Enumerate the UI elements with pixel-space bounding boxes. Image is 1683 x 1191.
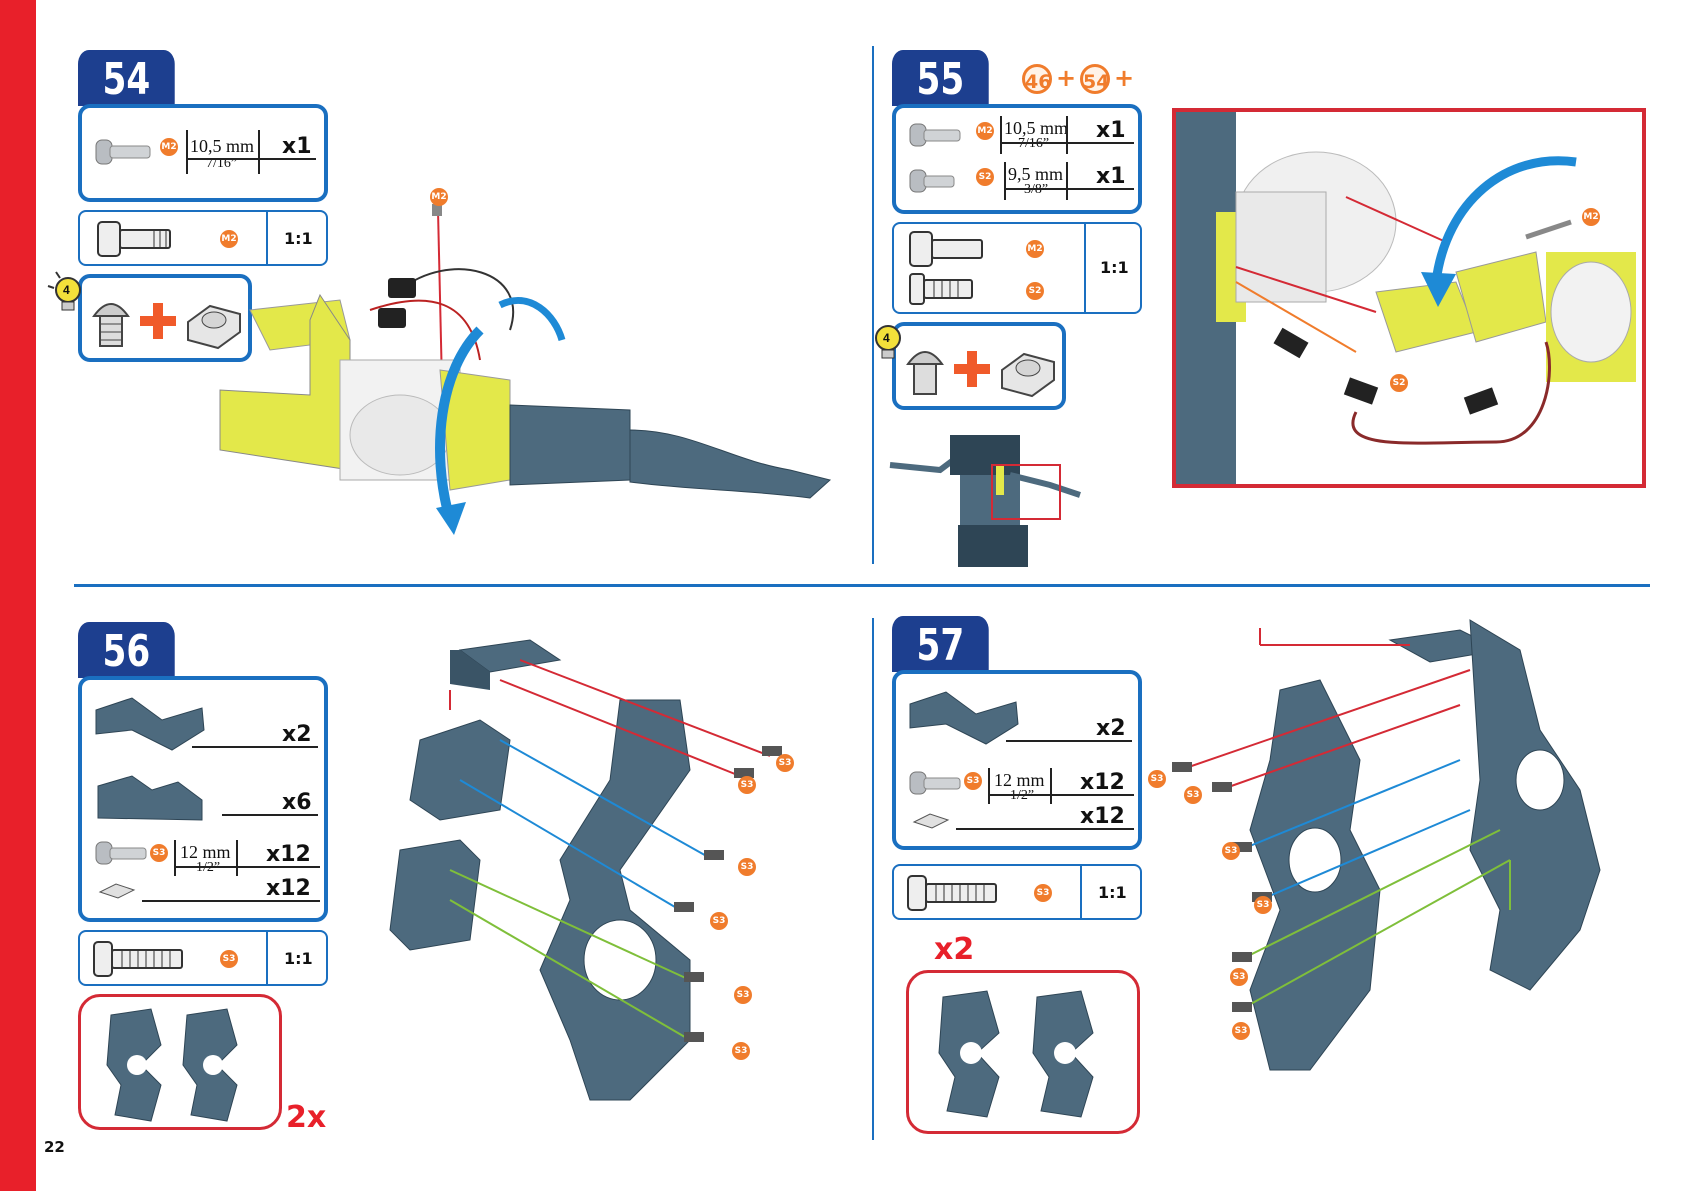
screw-quantity: x12 [266, 842, 311, 867]
step-54-illustration [210, 190, 840, 550]
diagram-part-tag: S3 [1148, 770, 1166, 788]
diagram-part-tag: S3 [710, 912, 728, 930]
horizontal-divider [74, 584, 1650, 587]
diagram-part-tag: S3 [1184, 786, 1202, 804]
bracket-part-icon [96, 698, 204, 750]
step-55-number: 55 [892, 50, 989, 106]
step-56-parts-box: x2 x6 S3 12 mm 1/2” x12 x12 [78, 676, 328, 922]
screw-head-icon [908, 352, 942, 394]
bracket-quantity: x2 [282, 722, 312, 747]
step-56-result-box [78, 994, 282, 1130]
nut-quantity: x12 [1080, 804, 1125, 829]
step-57-number: 57 [892, 616, 989, 672]
screw-length-inch: 1/2” [1010, 788, 1034, 804]
left-red-edge [0, 0, 36, 1191]
ref-plus: + [1056, 64, 1076, 92]
part-tag: S3 [150, 844, 168, 862]
screw-icon [908, 876, 1008, 912]
model-part-tag: M2 [430, 188, 448, 206]
tip-number: 4 [63, 283, 70, 297]
screw-icon [910, 232, 982, 266]
diagram-part-tag: S3 [738, 858, 756, 876]
screw-icon [910, 274, 972, 304]
screw-icon [910, 170, 954, 192]
screw-icon [910, 772, 960, 794]
diagram-part-tag: S3 [738, 776, 756, 794]
step-56-scale-box: S3 1:1 [78, 930, 328, 986]
step-57-scale-box: S3 1:1 [892, 864, 1142, 920]
step-55-tip-box [892, 322, 1066, 410]
result-multiplier: 2x [286, 1100, 326, 1135]
screw-icon [910, 124, 960, 146]
step-55-detail-frame: M2 S2 [1172, 108, 1646, 488]
bracket-part-icon [910, 692, 1018, 744]
plus-icon [140, 303, 176, 339]
diagram-part-tag: S3 [776, 754, 794, 772]
step-54-number: 54 [78, 50, 175, 106]
plus-icon [954, 351, 990, 387]
screw-length-inch: 3/8” [1024, 182, 1048, 198]
diagram-part-tag: S3 [734, 986, 752, 1004]
bracket-quantity: x2 [1096, 716, 1126, 741]
screw-icon [96, 842, 146, 864]
part-tag: S2 [1026, 282, 1044, 300]
page-number: 22 [44, 1138, 65, 1156]
screw-quantity: x1 [1096, 164, 1126, 189]
part-tag: S3 [1034, 884, 1052, 902]
screw-icon [96, 138, 156, 168]
robot-overview-thumbnail [880, 415, 1100, 570]
step-57-result-box [906, 970, 1140, 1134]
nut-icon [914, 814, 948, 828]
diagram-part-tag: S3 [1254, 896, 1272, 914]
screw-quantity: x12 [1080, 770, 1125, 795]
tip-number: 4 [883, 331, 890, 345]
part-tag: M2 [160, 138, 178, 156]
cradle-part-icon [98, 776, 202, 820]
step-54-parts-box: M2 10,5 mm 7/16” x1 [78, 104, 328, 202]
step-56-number: 56 [78, 622, 175, 678]
part-tag: S2 [976, 168, 994, 186]
step-55-parts-box: M2 10,5 mm 7/16” x1 S2 9,5 mm 3/8” x1 [892, 104, 1142, 214]
part-tag: M2 [1026, 240, 1044, 258]
ref-step-54: 54 [1080, 64, 1110, 94]
nut-icon [100, 884, 134, 898]
vertical-divider-top [872, 46, 874, 564]
nut-icon [1002, 354, 1054, 396]
ref-step-46: 46 [1022, 64, 1052, 94]
scale-ratio: 1:1 [284, 949, 313, 968]
result-multiplier: x2 [934, 932, 974, 967]
diagram-part-tag: S3 [1232, 1022, 1250, 1040]
step-55-scale-box: M2 S2 1:1 [892, 222, 1142, 314]
part-tag: S3 [220, 950, 238, 968]
screw-quantity: x1 [282, 134, 312, 159]
part-tag: M2 [976, 122, 994, 140]
vertical-divider-bottom [872, 618, 874, 1140]
cradle-quantity: x6 [282, 790, 312, 815]
diagram-part-tag: S3 [1222, 842, 1240, 860]
scale-ratio: 1:1 [1098, 883, 1127, 902]
screw-head-icon [94, 304, 128, 346]
scale-ratio: 1:1 [1100, 258, 1129, 277]
detail-part-tag: S2 [1390, 374, 1408, 392]
screw-length-inch: 7/16” [1018, 136, 1049, 152]
screw-quantity: x1 [1096, 118, 1126, 143]
screw-length-mm: 10,5 mm [190, 136, 254, 157]
screw-icon [98, 222, 178, 258]
screw-icon [94, 942, 194, 978]
diagram-part-tag: S3 [732, 1042, 750, 1060]
screw-length-inch: 1/2” [196, 860, 220, 876]
nut-quantity: x12 [266, 876, 311, 901]
step-57-parts-box: x2 S3 12 mm 1/2” x12 x12 [892, 670, 1142, 850]
part-tag: S3 [964, 772, 982, 790]
diagram-part-tag: S3 [1230, 968, 1248, 986]
detail-part-tag: M2 [1582, 208, 1600, 226]
ref-plus: + [1114, 64, 1134, 92]
